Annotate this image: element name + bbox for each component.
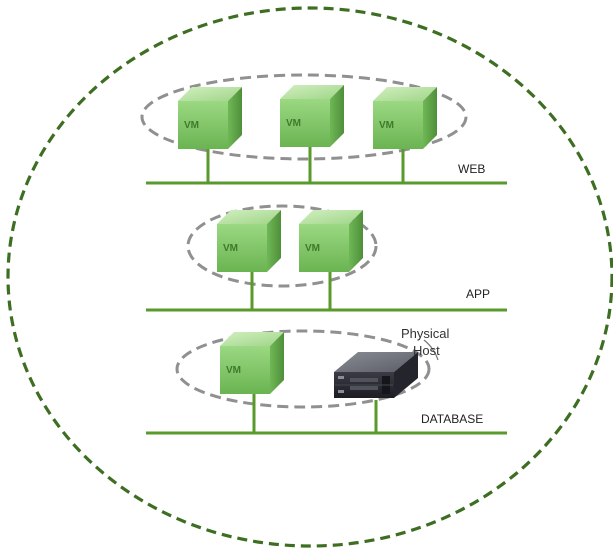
vm-cube-icon: VM [280, 85, 344, 147]
database-tier-label: DATABASE [421, 412, 483, 426]
vm-cube-icon: VM [299, 210, 363, 272]
outer-boundary-ellipse [6, 6, 613, 548]
web-tier: VM VM VM WEB [140, 73, 507, 185]
vm-label: VM [305, 243, 320, 254]
vm-cube-icon: VM [217, 210, 281, 272]
vm-cube-icon: VM [220, 332, 284, 394]
physical-server-icon [334, 352, 418, 398]
app-tier-label: APP [466, 287, 490, 301]
web-vm-group-ellipse [140, 73, 468, 161]
physical-host-label-line-1: Physical [401, 326, 450, 341]
vm-label: VM [379, 120, 394, 131]
physical-host-pointer [423, 339, 439, 361]
vm-cube-icon: VM [178, 87, 242, 149]
vm-label: VM [226, 365, 241, 376]
physical-host-label-line-2: Host [413, 343, 440, 358]
vm-label: VM [223, 243, 238, 254]
vm-label: VM [286, 118, 301, 129]
app-tier: VM VM APP [146, 204, 507, 312]
vm-label: VM [184, 120, 199, 131]
database-tier: VM Physical Host DATABASE [146, 326, 507, 435]
web-tier-label: WEB [458, 162, 485, 176]
app-vm-group-ellipse [186, 204, 378, 288]
vm-cube-icon: VM [373, 87, 437, 149]
database-group-ellipse [175, 329, 431, 409]
